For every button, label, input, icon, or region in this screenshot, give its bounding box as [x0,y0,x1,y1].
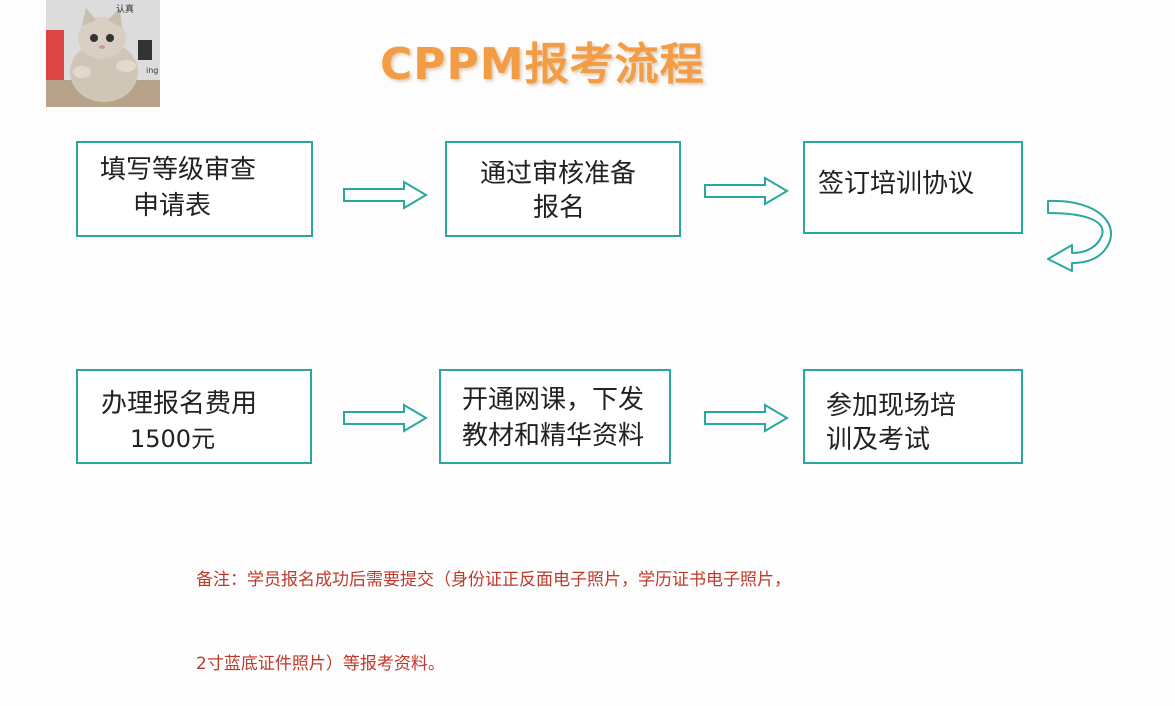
thumbnail-side-text: ing [146,66,159,75]
thumbnail-badge: 认真 [116,5,135,15]
step-6-line1: 参加现场培 [826,391,957,421]
step-6-box: 参加现场培 训及考试 [803,369,1023,464]
step-3-line1: 签订培训协议 [818,169,975,199]
right-arrow-icon [343,180,428,210]
right-arrow-icon [704,176,789,206]
step-6-line2: 训及考试 [826,425,931,455]
right-arrow-icon [343,403,428,433]
step-1-box: 填写等级审查 申请表 [76,141,313,237]
step-4-line2: 1500元 [130,425,216,453]
step-1-line1: 填写等级审查 [100,155,257,185]
note-line1: 备注：学员报名成功后需要提交（身份证正反面电子照片，学历证书电子照片， [196,570,791,590]
step-2-box: 通过审核准备 报名 [445,141,681,237]
step-2-line1: 通过审核准备 [480,159,637,189]
note-line2: 2寸蓝底证件照片）等报考资料。 [196,654,445,674]
note: 备注：学员报名成功后需要提交（身份证正反面电子照片，学历证书电子照片， 2寸蓝底… [196,510,791,706]
step-5-box: 开通网课，下发 教材和精华资料 [439,369,671,464]
page-title: CPPM报考流程 [380,39,705,90]
step-3-box: 签订培训协议 [803,141,1023,234]
right-arrow-icon [704,403,789,433]
cat-photo-thumbnail: 认真 ing [46,0,160,107]
step-2-line2: 报名 [533,193,586,223]
cat-photo [46,0,160,107]
step-4-box: 办理报名费用 1500元 [76,369,312,464]
step-5-line1: 开通网课，下发 [462,385,645,415]
step-1-line2: 申请表 [133,191,212,221]
step-4-line1: 办理报名费用 [101,389,258,419]
u-turn-arrow-icon [1047,199,1112,272]
step-5-line2: 教材和精华资料 [462,421,645,451]
